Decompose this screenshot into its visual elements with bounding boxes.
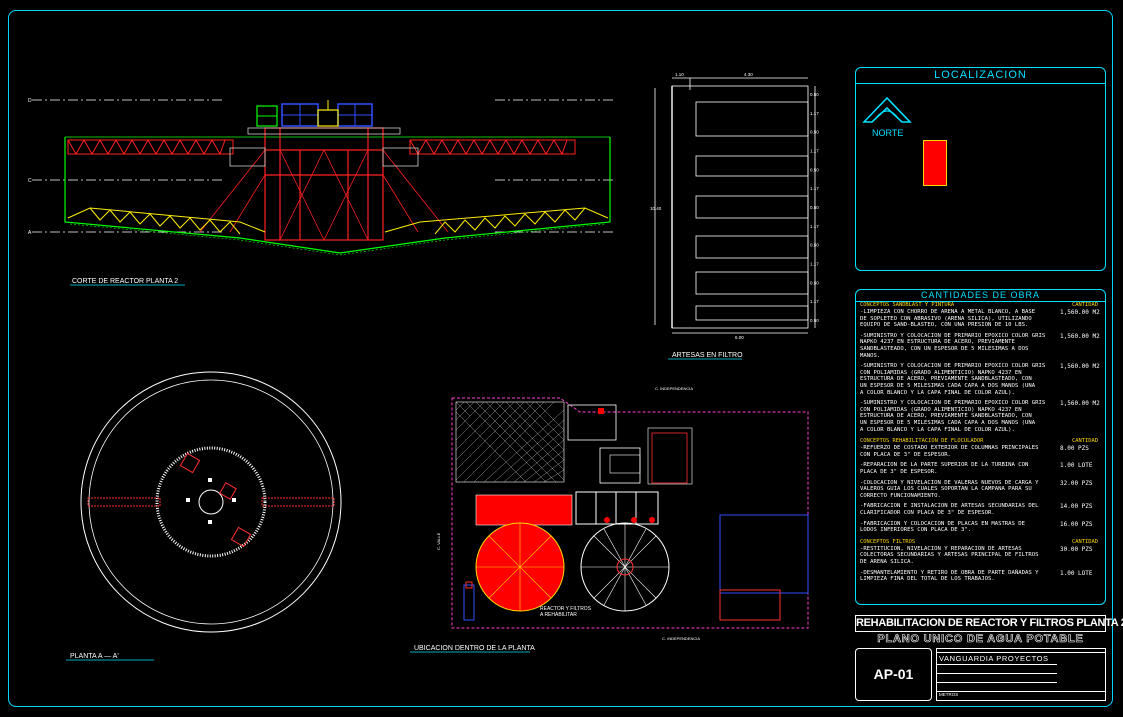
artesas-title: ARTESAS EN FILTRO: [672, 352, 743, 359]
qty-section-title: CONCEPTOS REHABILITACION DE FLOCULADOR: [860, 438, 984, 445]
svg-text:D: D: [28, 98, 32, 104]
qty-item-quantity: 16.00 PZS: [1060, 520, 1093, 528]
localizacion-title: LOCALIZACION: [934, 69, 1027, 81]
section-title: CORTE DE REACTOR PLANTA 2: [72, 278, 178, 285]
artesas-dim-top-right: 4.30: [744, 72, 753, 77]
qty-item-quantity: 8.00 PZS: [1060, 445, 1089, 453]
north-arrow-icon: [862, 96, 912, 123]
artesas-right-dim: 1.17: [810, 262, 819, 267]
cantidades-title: CANTIDADES DE OBRA: [920, 290, 1041, 300]
artesas-right-dim: 0.50: [810, 205, 819, 210]
units-label: METROS: [939, 692, 959, 697]
artesas-elevation: [654, 77, 816, 334]
qty-item-description: -SUMINISTRO Y COLOCACION DE PRIMARIO EPO…: [860, 363, 1046, 396]
reactor-section-view: D C A: [28, 98, 615, 256]
qty-item-quantity: 1,560.00 M2: [1060, 309, 1100, 316]
location-title: UBICACION DENTRO DE LA PLANTA: [414, 645, 535, 652]
reactor-plan-view: [80, 371, 342, 633]
artesas-right-dim: 1.17: [810, 111, 819, 116]
artesas-right-dims: 0.50 1.17 0.50 1.17 0.50 1.17 0.50 1.17 0.50 1.17…: [810, 92, 819, 323]
artesas-right-dim: 1.17: [810, 186, 819, 191]
localizacion-panel: LOCALIZACION NORTE: [855, 67, 1106, 271]
qty-item-quantity: 1,560.00 M2: [1060, 332, 1100, 340]
site-location-view: [451, 397, 809, 629]
qty-item-description: -SUMINISTRO Y COLOCACION DE PRIMARIO EPO…: [860, 332, 1046, 359]
qty-item-quantity: 14.00 PZS: [1060, 503, 1093, 511]
qty-item-quantity: 1,560.00 M2: [1060, 400, 1100, 408]
qty-section-title: CONCEPTOS FILTROS: [860, 538, 916, 545]
qty-item-quantity: 1.00 LOTE: [1060, 569, 1093, 577]
artesas-right-dim: 1.17: [810, 224, 819, 229]
artesas-right-dim: 1.17: [810, 299, 819, 304]
street-left: C. VALLE: [436, 532, 441, 550]
qty-item-quantity: 30.00 PZS: [1060, 545, 1093, 553]
qty-item-quantity: 32.00 PZS: [1060, 479, 1093, 487]
qty-item-description: -REPARACION DE LA PARTE SUPERIOR DE LA T…: [860, 462, 1029, 475]
svg-text:A: A: [28, 230, 32, 236]
qty-item-description: -SUMINISTRO Y COLOCACION DE PRIMARIO EPO…: [860, 400, 1046, 433]
artesas-dim-bottom: 6.00: [735, 335, 744, 340]
artesas-right-dim: 0.50: [810, 243, 819, 248]
qty-item-description: -DESMANTELAMIENTO Y RETIRO DE OBRA DE PA…: [860, 569, 1039, 583]
qty-section-header: CANTIDAD: [1072, 538, 1098, 545]
plan-title: PLANTA A — A': [70, 653, 119, 660]
qty-item-description: -RESTITUCION, NIVELACION Y REPARACION DE…: [860, 545, 1039, 565]
qty-item-quantity: 1.00 LOTE: [1060, 462, 1093, 470]
svg-text:C: C: [28, 178, 32, 184]
qty-item-description: -LIMPIEZA CON CHORRO DE ARENA A METAL BL…: [860, 309, 1036, 329]
qty-item-description: -COLOCACION Y NIVELACION DE VALERAS NUEV…: [860, 479, 1039, 499]
cantidades-panel: CANTIDADES DE OBRA CONCEPTOS SANDBLAST Y…: [855, 289, 1106, 605]
qty-section-header: CANTIDAD: [1072, 438, 1098, 445]
qty-item-quantity: 1,560.00 M2: [1060, 363, 1100, 371]
artesas-right-dim: 0.50: [810, 130, 819, 135]
artesas-right-dim: 0.50: [810, 280, 819, 285]
qty-section-header: CANTIDAD: [1072, 302, 1098, 308]
artesas-right-dim: 0.50: [810, 92, 819, 97]
drawing-frame: [8, 10, 1113, 707]
artesas-right-dim: 1.17: [810, 149, 819, 154]
title-info-block: VANGUARDIA PROYECTOS METROS: [936, 648, 1106, 701]
qty-item-description: -FABRICACION Y COLOCACION DE PLACAS EN M…: [860, 520, 1026, 534]
cad-drawing: DCA CORTE DE REACTOR PLANTA 2 1.10 4.30 …: [28, 72, 819, 661]
artesas-dim-top-left: 1.10: [675, 72, 684, 77]
artesas-right-dim: 0.50: [810, 167, 819, 172]
project-title: REHABILITACION DE REACTOR Y FILTROS PLAN…: [855, 615, 1123, 632]
qty-item-description: -FABRICACION E INSTALACION DE ARTESAS SE…: [860, 503, 1039, 516]
company-name: VANGUARDIA PROYECTOS: [939, 654, 1049, 663]
street-top: C. INDEPENDENCIA: [655, 386, 693, 391]
qty-section-title: CONCEPTOS SANDBLAST Y PINTURA: [860, 302, 955, 308]
north-label: NORTE: [872, 128, 904, 138]
sheet-number: AP-01: [855, 648, 932, 701]
qty-item-description: -REFUERZO DE COSTADO EXTERIOR DE COLUMNA…: [860, 445, 1039, 458]
project-subtitle: PLANO UNICO DE AGUA POTABLE: [877, 633, 1084, 646]
site-marker: [923, 140, 947, 186]
street-bottom: C. INDEPENDENCIA: [662, 636, 700, 641]
artesas-dim-left: 10.40: [650, 206, 662, 211]
artesas-right-dim: 0.50: [810, 318, 819, 323]
